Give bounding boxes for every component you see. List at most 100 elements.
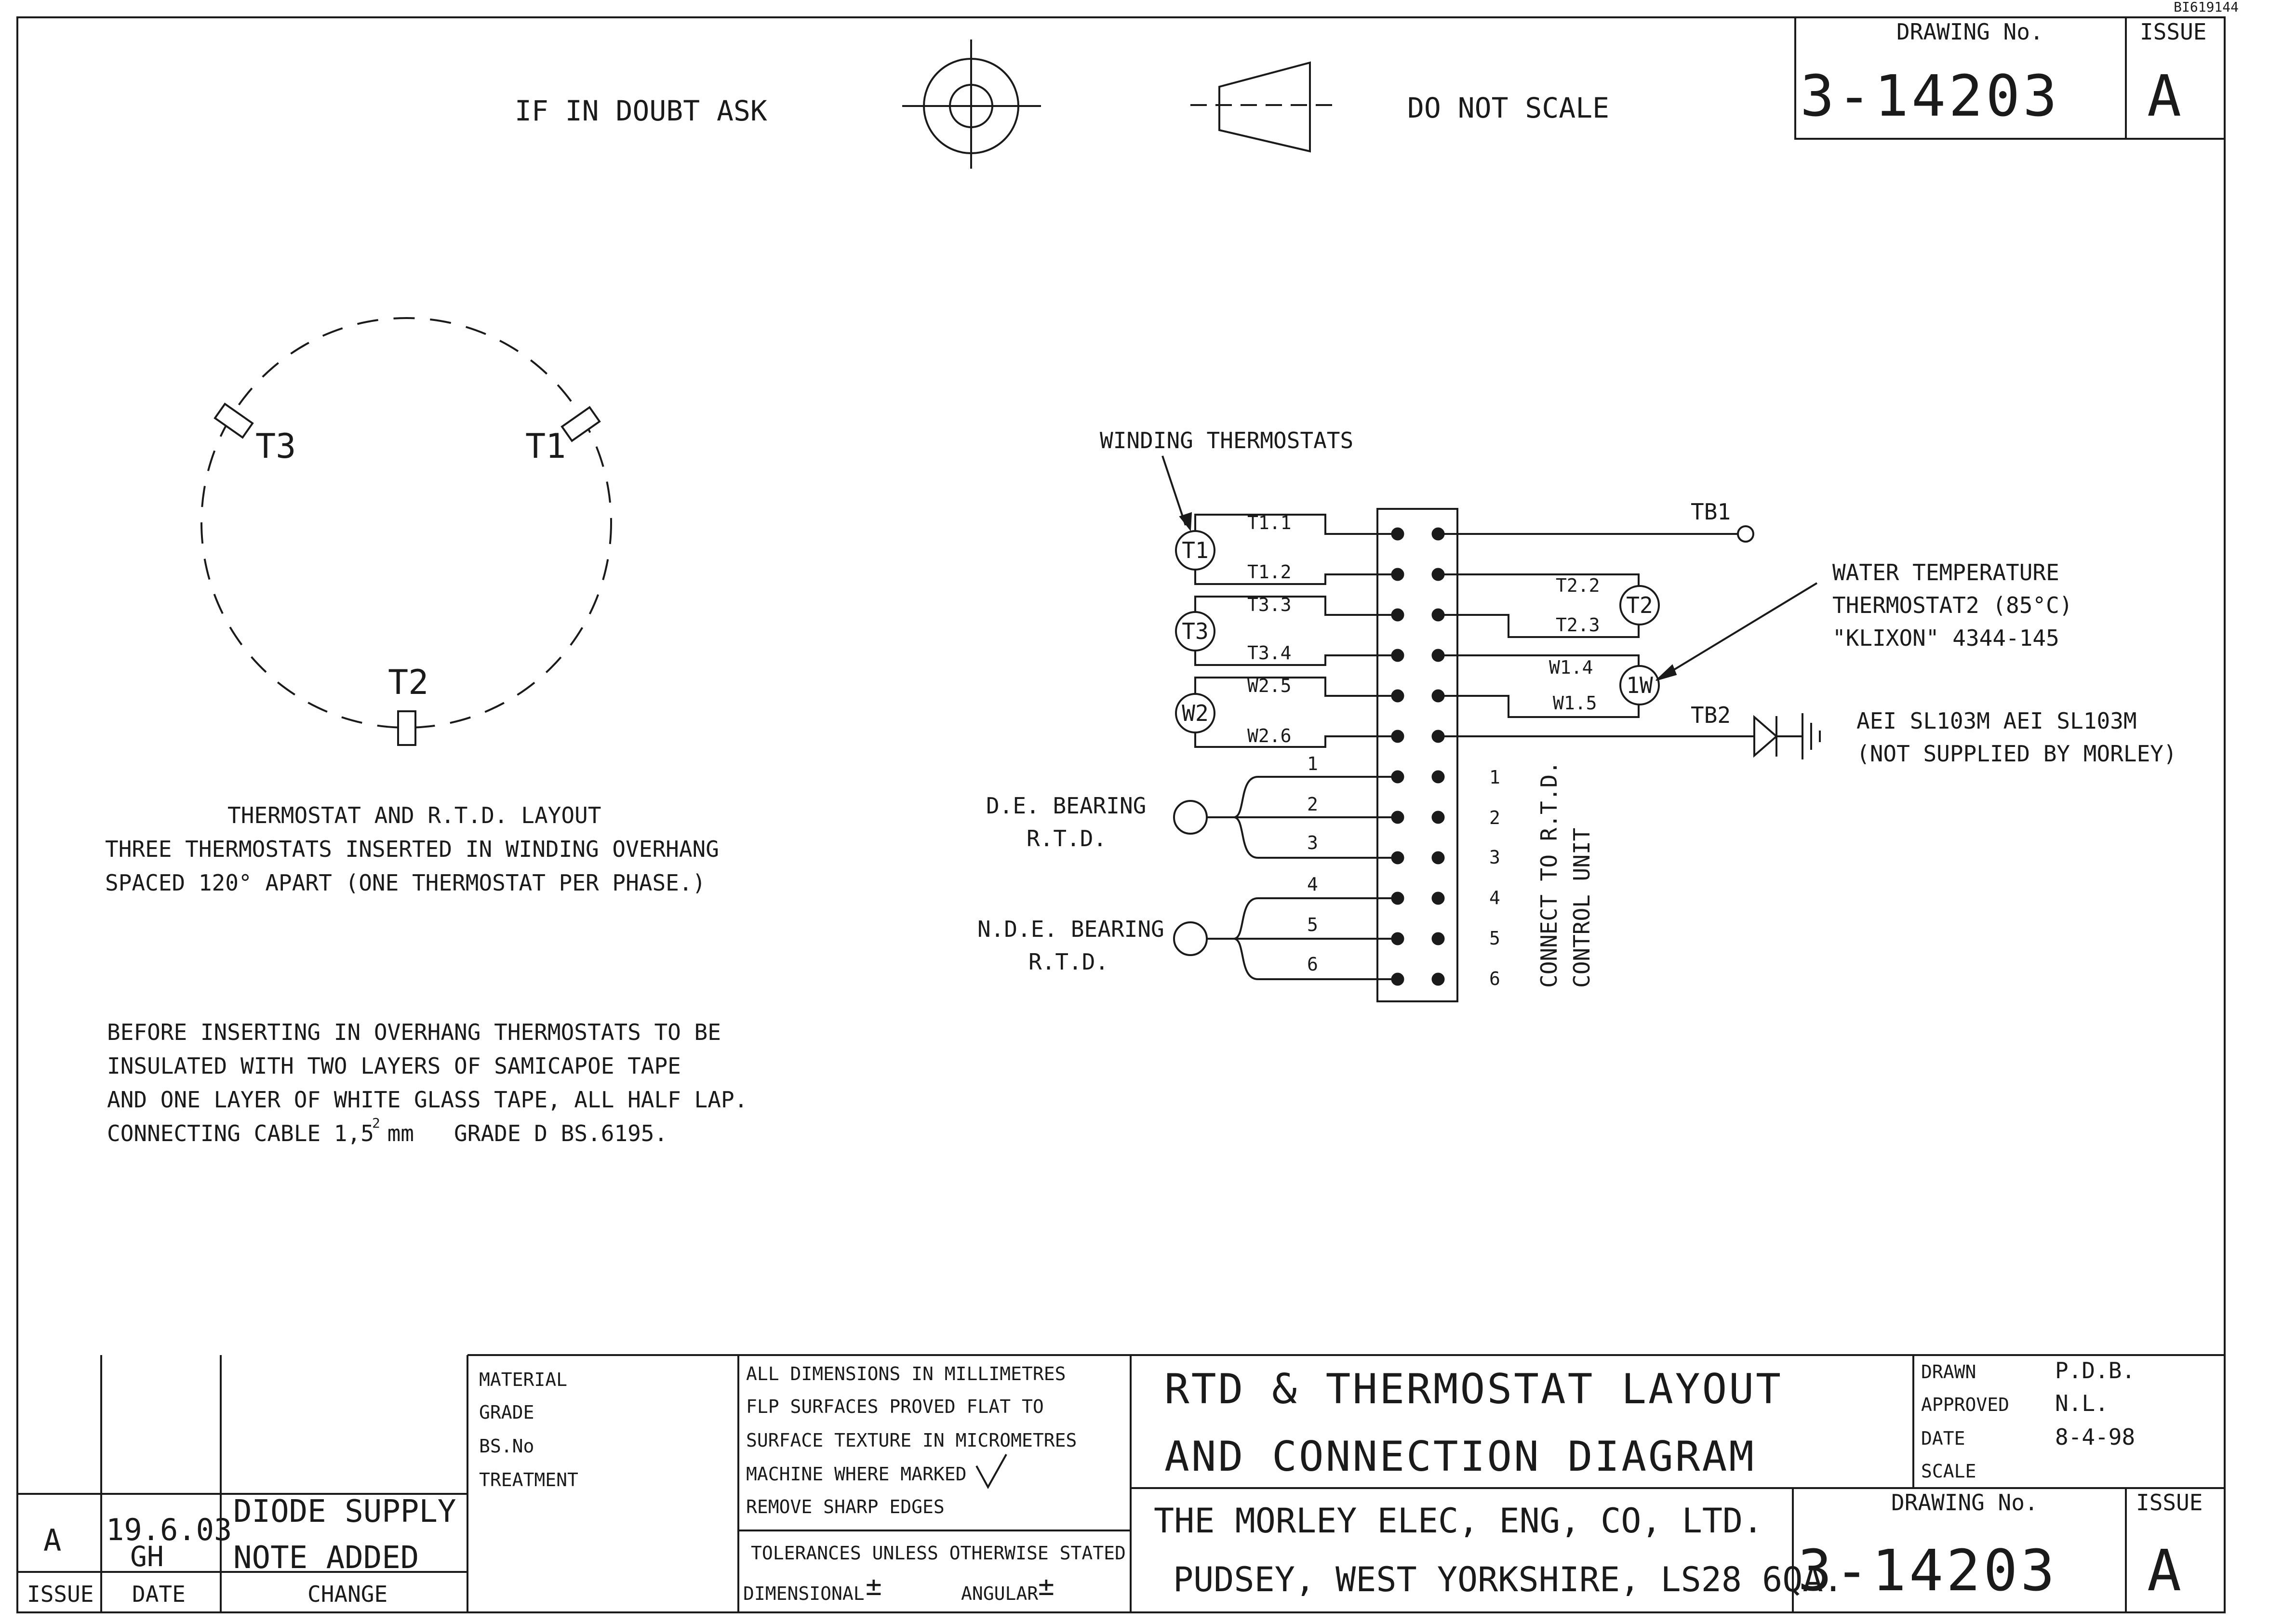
issue-bottom: A	[2147, 1537, 2184, 1604]
drawn-label: DRAWN	[1921, 1361, 1976, 1383]
tb1-terminal	[1737, 525, 1754, 543]
note-line-1: BEFORE INSERTING IN OVERHANG THERMOSTATS…	[107, 1019, 721, 1045]
wire-w14: W1.4	[1549, 657, 1593, 678]
nde-bearing-line-2: R.T.D.	[1028, 949, 1108, 975]
wire-t22: T2.2	[1556, 575, 1600, 596]
de-bearing-rtd-symbol	[1173, 800, 1208, 835]
grade-label: GRADE	[479, 1402, 534, 1423]
wire-w15: W1.5	[1553, 692, 1597, 714]
label-t3: T3	[255, 426, 296, 466]
drawing-no-top: 3-14203	[1800, 63, 2060, 129]
thermostat-layout: T3 T1 T2 THERMOSTAT AND R.T.D. LAYOUT TH…	[105, 317, 719, 896]
rtd-wire-5: 5	[1307, 914, 1318, 935]
thermostat-t2-mark	[397, 710, 416, 746]
note-line-2: INSULATED WITH TWO LAYERS OF SAMICAPOE T…	[107, 1053, 681, 1079]
wire-t34: T3.4	[1247, 642, 1292, 664]
wire-t12: T1.2	[1247, 561, 1292, 583]
wire-t33: T3.3	[1247, 594, 1292, 615]
layout-line-2: SPACED 120° APART (ONE THERMOSTAT PER PH…	[105, 870, 706, 896]
spec-line-1: ALL DIMENSIONS IN MILLIMETRES	[746, 1363, 1066, 1384]
layout-title: THERMOSTAT AND R.T.D. LAYOUT	[227, 802, 601, 828]
label-t2: T2	[388, 663, 428, 702]
connect-rtd-line-1: CONNECT TO R.T.D.	[1536, 761, 1562, 988]
thermostat-t1-symbol	[1175, 530, 1215, 571]
drawing-no-label-bottom: DRAWING No.	[1891, 1490, 2038, 1516]
issue-label-bottom: ISSUE	[2136, 1490, 2203, 1516]
revision-initials: GH	[130, 1540, 164, 1573]
approved-value: N.L.	[2055, 1390, 2109, 1416]
winding-circle	[200, 317, 612, 729]
rtd-terminal-2: 2	[1489, 807, 1500, 828]
revision-change-line-1: DIODE SUPPLY	[233, 1494, 456, 1530]
column-date: DATE	[132, 1581, 186, 1607]
scale-label: SCALE	[1921, 1461, 1976, 1482]
issue-top: A	[2147, 63, 2184, 129]
wire-t23: T2.3	[1556, 614, 1600, 636]
projection-symbol	[902, 40, 1340, 169]
symbol-t3-label: T3	[1182, 618, 1208, 644]
column-change: CHANGE	[307, 1581, 387, 1607]
drawing-title-line-2: AND CONNECTION DIAGRAM	[1164, 1433, 1756, 1481]
rtd-wire-4: 4	[1307, 874, 1318, 895]
diode-icon	[1753, 713, 1821, 759]
machine-mark-icon	[975, 1454, 1007, 1490]
nde-bearing-rtd-symbol	[1173, 921, 1208, 956]
connect-rtd-line-2: CONTROL UNIT	[1569, 828, 1595, 988]
corner-reference: BI619144	[2174, 0, 2239, 15]
nde-bearing-line-1: N.D.E. BEARING	[977, 916, 1164, 942]
left-thermostat-wiring	[1194, 514, 1398, 748]
note-superscript: 2	[372, 1115, 380, 1131]
rtd-terminal-6: 6	[1489, 968, 1500, 989]
issue-label-top: ISSUE	[2140, 19, 2206, 45]
rtd-terminal-4: 4	[1489, 887, 1500, 908]
symbol-w2-label: W2	[1182, 700, 1208, 726]
dimensional-plus-minus: ±	[866, 1570, 882, 1602]
note-line-3: AND ONE LAYER OF WHITE GLASS TAPE, ALL H…	[107, 1087, 748, 1113]
terminal-block	[1376, 508, 1458, 1002]
layout-line-1: THREE THERMOSTATS INSERTED IN WINDING OV…	[105, 836, 719, 862]
thermostat-t3-symbol	[1175, 611, 1215, 652]
de-bearing-line-2: R.T.D.	[1027, 825, 1107, 851]
water-temp-line-3: "KLIXON" 4344-145	[1832, 625, 2059, 651]
rtd-wire-2: 2	[1307, 794, 1318, 815]
water-temp-line-1: WATER TEMPERATURE	[1832, 559, 2059, 585]
title-block: A 19.6.03 GH DIODE SUPPLY NOTE ADDED ISS…	[17, 1354, 2225, 1612]
scale-note: DO NOT SCALE	[1407, 92, 1609, 124]
water-thermostat-symbol	[1619, 665, 1660, 705]
column-issue: ISSUE	[27, 1581, 93, 1607]
aei-line-1: AEI SL103M AEI SL103M	[1856, 708, 2137, 734]
symbol-1w-label: 1W	[1626, 672, 1653, 698]
spec-line-4: MACHINE WHERE MARKED	[746, 1463, 967, 1485]
bsno-label: BS.No	[479, 1436, 534, 1457]
connection-diagram: WINDING THERMOSTATS	[977, 427, 2177, 1002]
material-label: MATERIAL	[479, 1369, 567, 1390]
revision-date: 19.6.03	[106, 1512, 232, 1547]
doubt-note: IF IN DOUBT ASK	[515, 94, 767, 127]
symbol-t1-label: T1	[1182, 537, 1208, 563]
angular-plus-minus: ±	[1038, 1570, 1055, 1602]
label-t1: T1	[525, 426, 566, 466]
tb1-label: TB1	[1691, 499, 1731, 525]
drawing-title-line-1: RTD & THERMOSTAT LAYOUT	[1164, 1365, 1783, 1413]
rtd-wire-1: 1	[1307, 753, 1318, 774]
rtd-wire-6: 6	[1307, 954, 1318, 975]
angular-label: ANGULAR	[961, 1583, 1038, 1604]
header: IF IN DOUBT ASK DO NOT SCALE DRAWING No.…	[515, 16, 2226, 169]
winding-thermostats-label: WINDING THERMOSTATS	[1100, 427, 1353, 453]
thermostat-t3-mark	[214, 402, 254, 439]
tb2-label: TB2	[1691, 702, 1731, 728]
drawing-border	[16, 16, 2226, 1613]
spec-line-5: REMOVE SHARP EDGES	[746, 1496, 945, 1517]
date-label: DATE	[1921, 1428, 1965, 1449]
terminal-dots	[1391, 527, 1445, 986]
wire-t11: T1.1	[1247, 512, 1292, 533]
wire-w25: W2.5	[1247, 675, 1292, 696]
tolerances-label: TOLERANCES UNLESS OTHERWISE STATED	[751, 1543, 1126, 1564]
company-address: PUDSEY, WEST YORKSHIRE, LS28 6QA.	[1173, 1560, 1843, 1599]
revision-change-line-2: NOTE ADDED	[233, 1540, 419, 1576]
water-temp-line-2: THERMOSTAT2 (85°C)	[1832, 592, 2073, 618]
spec-line-3: SURFACE TEXTURE IN MICROMETRES	[746, 1430, 1077, 1451]
date-value: 8-4-98	[2055, 1424, 2135, 1450]
revision-issue: A	[43, 1523, 61, 1558]
